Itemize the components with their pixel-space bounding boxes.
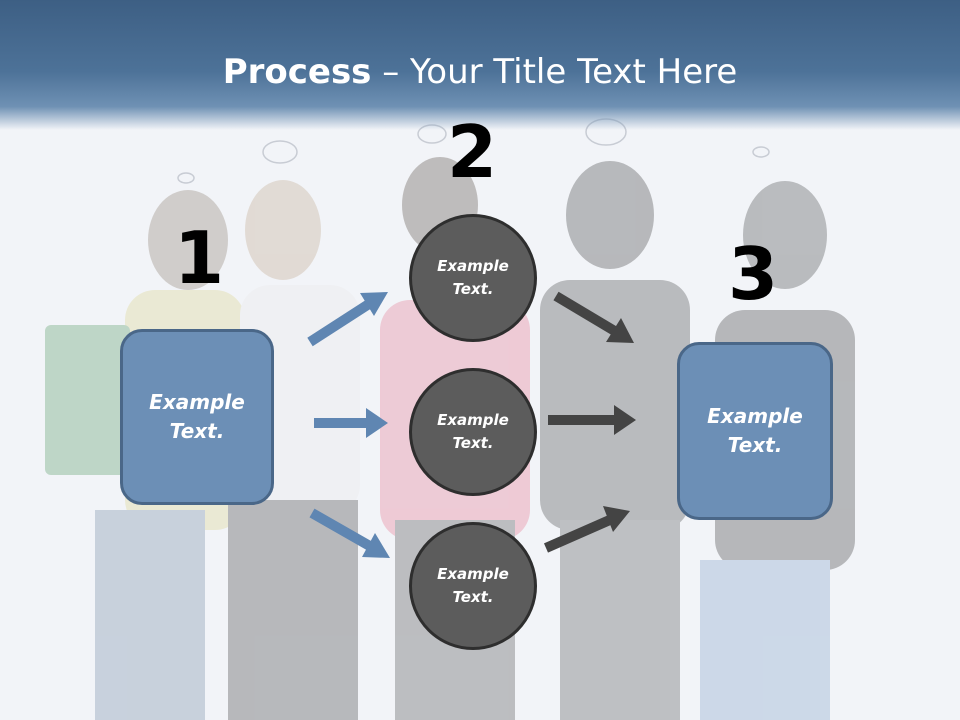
title-banner [0,0,960,130]
arrow-top-to-3 [553,291,634,343]
arrow-mid-to-3 [548,405,636,435]
slide-title: Process – Your Title Text Here [0,52,960,92]
arrow-1-to-bottom [309,508,390,558]
title-rest: – Your Title Text Here [371,52,738,92]
circle-bottom-text: Example Text. [437,565,509,606]
step-3-text: Example Text. [707,404,803,457]
step-1-text: Example Text. [149,390,245,443]
step-2-circle-top: Example Text. [409,214,537,342]
step-2-circle-middle: Example Text. [409,368,537,496]
step-number-1: 1 [173,216,225,300]
arrow-1-to-mid [314,408,388,438]
step-2-circle-bottom: Example Text. [409,522,537,650]
circle-top-text: Example Text. [437,257,509,298]
arrow-1-to-top [307,292,388,347]
step-number-2: 2 [446,110,498,194]
circle-middle-text: Example Text. [437,411,509,452]
title-bold: Process [222,52,372,92]
step-3-box: Example Text. [677,342,833,520]
step-number-3: 3 [727,232,779,316]
step-1-box: Example Text. [120,329,274,505]
arrow-bottom-to-3 [543,506,630,553]
